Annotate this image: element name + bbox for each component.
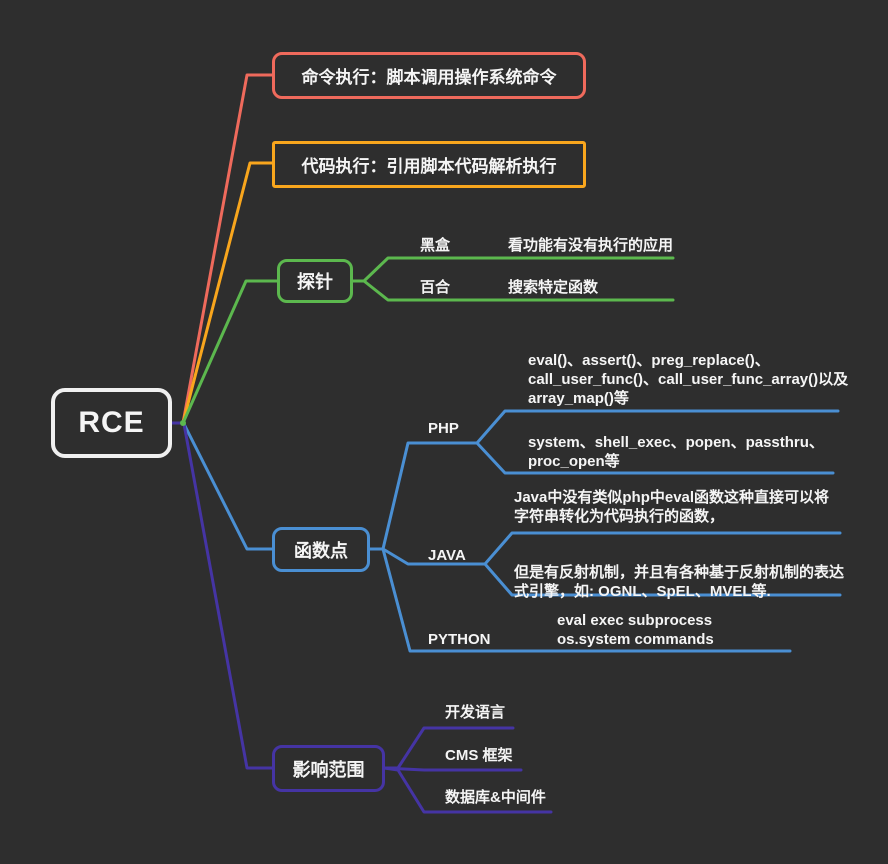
leaf-php-system-funcs[interactable]: system、shell_exec、popen、passthru、proc_op… — [528, 434, 824, 470]
leaf-python-label[interactable]: PYTHON — [428, 631, 491, 648]
node-functions[interactable]: 函数点 — [272, 527, 370, 572]
leaf-blackbox-desc[interactable]: 看功能有没有执行的应用 — [508, 237, 674, 254]
leaf-cms-framework[interactable]: CMS 框架 — [445, 747, 513, 764]
node-command-exec[interactable]: 命令执行：脚本调用操作系统命令 — [272, 52, 586, 99]
edge-java-to-reflection — [483, 562, 842, 597]
edge-root-to-probe — [181, 279, 279, 425]
leaf-baihe-label[interactable]: 百合 — [420, 279, 451, 296]
node-probe[interactable]: 探针 — [277, 259, 353, 303]
node-rce[interactable]: RCE — [51, 388, 172, 458]
edge-root-to-code-exec — [181, 161, 274, 425]
leaf-java-reflection[interactable]: 但是有反射机制，并且有各种基于反射机制的表达式引擎，如: OGNL、SpEL、M… — [514, 564, 845, 600]
edge-java-to-no-eval — [483, 531, 842, 566]
leaf-python-funcs[interactable]: eval exec subprocess os.system commands — [557, 612, 714, 648]
edge-root-to-command-exec — [181, 73, 274, 425]
node-impact[interactable]: 影响范围 — [272, 745, 385, 792]
edge-root-to-functions — [182, 422, 274, 551]
leaf-baihe-desc[interactable]: 搜索特定函数 — [508, 279, 599, 296]
leaf-database-middleware[interactable]: 数据库&中间件 — [445, 789, 546, 806]
leaf-java-label[interactable]: JAVA — [428, 547, 466, 564]
edge-functions-to-php — [368, 441, 479, 551]
edge-php-to-system-funcs — [475, 441, 835, 475]
edge-impact-to-database — [382, 766, 553, 814]
node-code-exec[interactable]: 代码执行：引用脚本代码解析执行 — [272, 141, 586, 188]
leaf-blackbox-label[interactable]: 黑盒 — [420, 237, 451, 254]
leaf-php-label[interactable]: PHP — [428, 420, 459, 437]
root-port-dot — [180, 420, 186, 426]
edge-functions-to-python — [368, 547, 792, 653]
leaf-java-no-eval[interactable]: Java中没有类似php中eval函数这种直接可以将字符串转化为代码执行的函数， — [514, 489, 830, 525]
edge-probe-to-baihe — [350, 279, 675, 302]
edge-root-to-impact — [182, 422, 274, 770]
edge-impact-to-cms — [382, 766, 523, 772]
leaf-dev-languages[interactable]: 开发语言 — [445, 704, 506, 721]
edge-php-to-eval-funcs — [475, 409, 840, 445]
leaf-php-eval-funcs[interactable]: eval()、assert()、preg_replace()、call_user… — [528, 352, 849, 407]
